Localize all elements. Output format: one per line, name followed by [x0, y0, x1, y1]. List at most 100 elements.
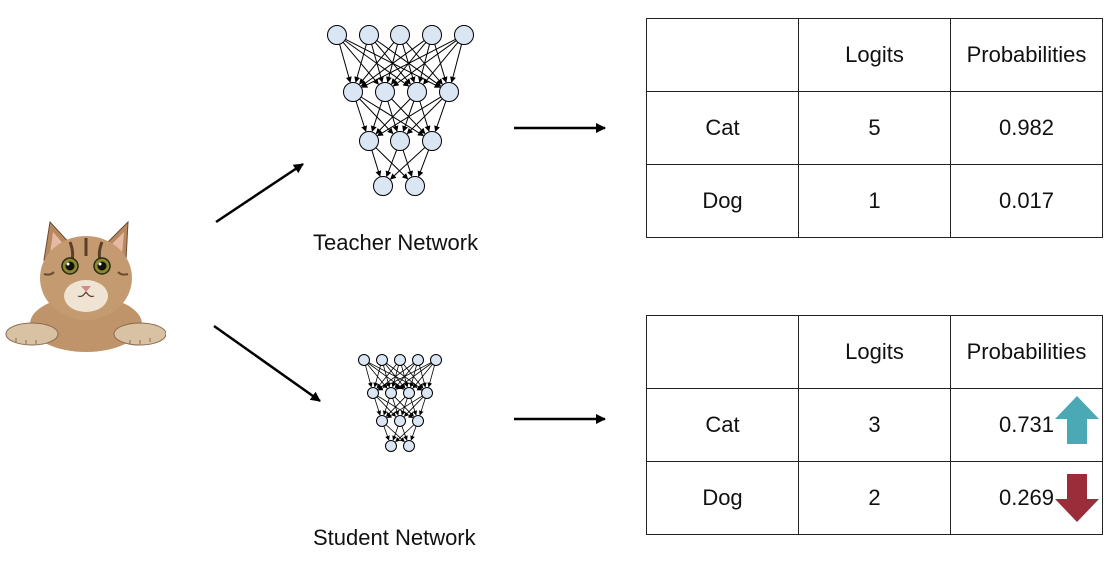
teacher-node-node	[454, 25, 474, 45]
student-node-connection	[383, 426, 390, 441]
teacher-node-connection	[361, 38, 456, 88]
student-node-connection	[419, 365, 427, 388]
student-node-connection	[394, 396, 415, 417]
student-node-connection	[367, 364, 388, 389]
student-node-connection	[382, 398, 390, 416]
student-node-node	[412, 354, 424, 366]
row-label: Dog	[646, 461, 799, 535]
student-node-connection	[365, 365, 373, 388]
header-cell-empty	[646, 18, 799, 92]
student-node-node	[394, 354, 406, 366]
student-node-node	[358, 354, 370, 366]
table-row: Cat 5 0.982	[646, 91, 1103, 165]
teacher-node-connection	[371, 149, 382, 177]
teacher-node-node	[359, 25, 379, 45]
student-node-node	[403, 387, 415, 399]
student-node-connection	[427, 365, 435, 388]
student-node-node	[376, 354, 388, 366]
teacher-node-connection	[434, 100, 447, 133]
probability-value: 0.017	[950, 164, 1103, 238]
up-arrow-icon	[1055, 396, 1099, 444]
teacher-node-connection	[385, 149, 398, 178]
student-node-connection	[395, 424, 415, 443]
arrow-to-student	[213, 324, 321, 403]
student-node-node	[403, 440, 415, 452]
header-cell-logits: Logits	[798, 315, 951, 389]
teacher-node-node	[422, 131, 442, 151]
student-node-node	[367, 387, 379, 399]
teacher-node-connection	[392, 40, 457, 87]
teacher-node-connection	[387, 100, 399, 132]
probability-value: 0.982	[950, 91, 1103, 165]
row-label: Cat	[646, 388, 799, 462]
arrow-to-teacher	[215, 162, 304, 224]
teacher-node-connection	[450, 44, 463, 83]
header-cell-probabilities: Probabilities	[950, 18, 1103, 92]
teacher-network-diagram	[327, 25, 474, 196]
teacher-node-connection	[359, 98, 394, 135]
student-node-connection	[412, 364, 433, 389]
header-cell-probabilities: Probabilities	[950, 315, 1103, 389]
row-label: Cat	[646, 91, 799, 165]
student-node-connection	[401, 365, 409, 388]
student-output-table: Logits Probabilities Cat 3 0.731 Dog 2 0…	[646, 315, 1103, 535]
header-cell-empty	[646, 315, 799, 389]
teacher-node-connection	[354, 44, 367, 83]
logit-value: 1	[798, 164, 951, 238]
teacher-node-node	[359, 131, 379, 151]
student-node-connection	[410, 426, 417, 441]
teacher-node-connection	[359, 42, 395, 85]
teacher-node-node	[422, 25, 442, 45]
student-node-node	[385, 387, 397, 399]
header-cell-logits: Logits	[798, 18, 951, 92]
teacher-node-connection	[377, 96, 442, 137]
student-node-connection	[377, 362, 414, 390]
teacher-node-connection	[339, 44, 352, 83]
teacher-node-connection	[423, 42, 459, 85]
student-node-connection	[385, 364, 406, 389]
student-node-connection	[374, 398, 382, 416]
student-node-node	[430, 354, 442, 366]
student-node-node	[376, 415, 388, 427]
teacher-node-node	[343, 82, 363, 102]
student-node-connection	[403, 396, 424, 417]
teacher-node-connection	[402, 100, 415, 133]
student-node-connection	[373, 365, 381, 388]
table-row: Cat 3 0.731	[646, 388, 1103, 462]
down-arrow-icon	[1055, 474, 1099, 522]
student-network-label: Student Network	[313, 525, 476, 550]
student-node-connection	[410, 398, 418, 416]
teacher-node-connection	[417, 149, 430, 178]
teacher-node-node	[327, 25, 347, 45]
table-header-row: Logits Probabilities	[646, 18, 1103, 92]
teacher-output-table: Logits Probabilities Cat 5 0.982 Dog 1 0…	[646, 18, 1103, 238]
teacher-node-node	[390, 25, 410, 45]
logit-value: 5	[798, 91, 951, 165]
teacher-node-connection	[389, 147, 426, 180]
student-node-connection	[385, 396, 406, 417]
table-row: Dog 2 0.269	[646, 461, 1103, 535]
probability-value: 0.269	[998, 485, 1055, 510]
student-node-connection	[392, 426, 399, 441]
teacher-node-node	[390, 131, 410, 151]
student-node-node	[412, 415, 424, 427]
student-node-connection	[378, 362, 432, 391]
row-label: Dog	[646, 164, 799, 238]
table-row: Dog 1 0.017	[646, 164, 1103, 238]
student-node-connection	[376, 396, 397, 417]
teacher-node-node	[407, 82, 427, 102]
student-node-node	[394, 415, 406, 427]
student-node-node	[421, 387, 433, 399]
teacher-node-connection	[370, 100, 383, 132]
teacher-network-label: Teacher Network	[313, 230, 479, 255]
probability-value: 0.731	[998, 412, 1055, 437]
teacher-node-connection	[375, 98, 411, 135]
student-node-connection	[401, 426, 408, 441]
teacher-node-connection	[406, 98, 443, 135]
student-node-node	[385, 440, 397, 452]
logit-value: 3	[798, 388, 951, 462]
teacher-node-node	[375, 82, 395, 102]
student-node-connection	[385, 424, 405, 443]
teacher-node-connection	[360, 40, 425, 87]
